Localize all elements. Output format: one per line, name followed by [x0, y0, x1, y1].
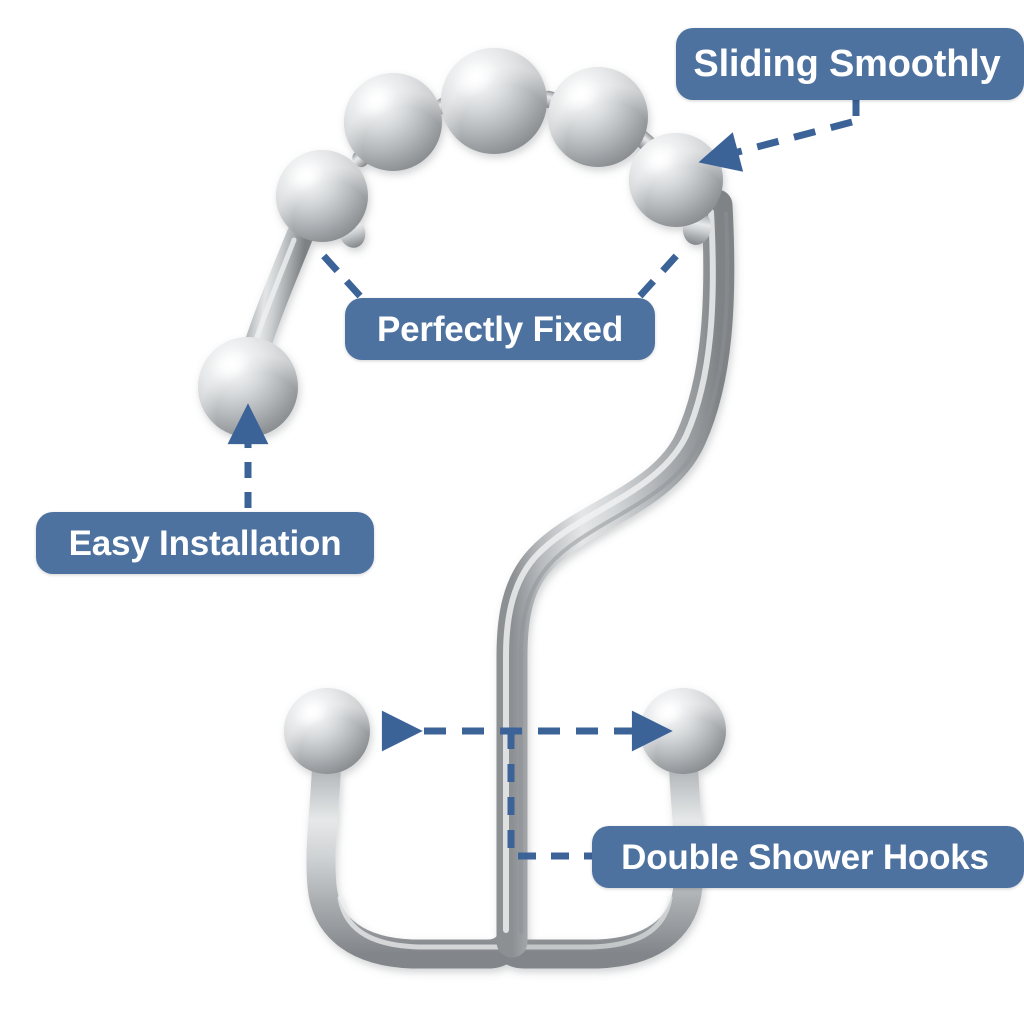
badge-sliding-smoothly-label: Sliding Smoothly: [693, 43, 1001, 85]
badge-double-shower-hooks-label: Double Shower Hooks: [621, 837, 989, 877]
leader-perfectly-fixed-right: [637, 251, 681, 299]
leader-perfectly-fixed-left: [319, 251, 363, 299]
badge-easy-installation-label: Easy Installation: [68, 523, 342, 563]
badge-perfectly-fixed: Perfectly Fixed: [345, 298, 655, 360]
badge-sliding-smoothly: Sliding Smoothly: [676, 28, 1024, 100]
leader-double-shower-hooks: [507, 731, 600, 860]
arrow-sliding-smoothly: [698, 118, 853, 172]
badge-perfectly-fixed-label: Perfectly Fixed: [377, 309, 623, 349]
badge-easy-installation: Easy Installation: [36, 512, 374, 574]
badge-double-shower-hooks: Double Shower Hooks: [592, 826, 1024, 888]
